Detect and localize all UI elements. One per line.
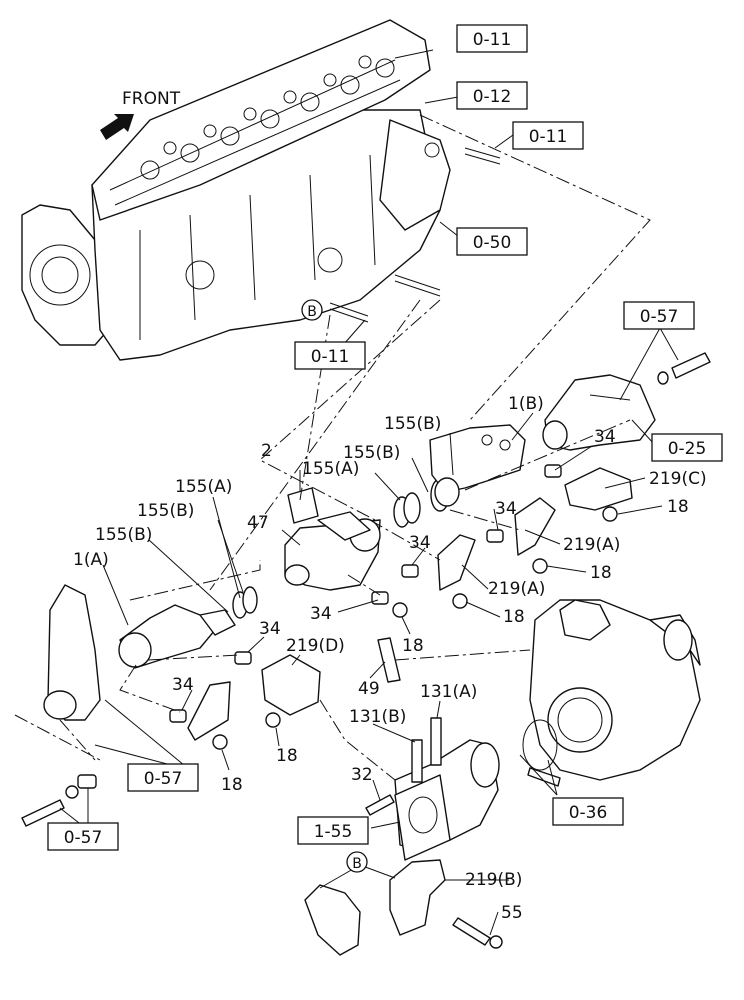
ref-011-left: 0-11 bbox=[311, 347, 350, 367]
part-155a-center: 155(A) bbox=[302, 459, 359, 479]
part-34-l2: 34 bbox=[172, 675, 194, 695]
ref-155: 1-55 bbox=[314, 822, 353, 842]
ref-036: 0-36 bbox=[569, 803, 608, 823]
part-219c: 219(C) bbox=[649, 469, 707, 489]
support-bracket-lower bbox=[304, 884, 361, 956]
exhaust-manifold-rear bbox=[542, 374, 656, 451]
part-18-r2: 18 bbox=[590, 563, 612, 583]
bolt-55 bbox=[452, 917, 491, 946]
part-219b: 219(B) bbox=[465, 870, 522, 890]
part-49: 49 bbox=[358, 679, 380, 699]
marker-b-bottom bbox=[346, 851, 368, 873]
ref-box-057-bot bbox=[47, 822, 119, 851]
stud-bolts bbox=[329, 147, 501, 323]
ref-050: 0-50 bbox=[473, 233, 512, 253]
ref-box-155 bbox=[297, 816, 369, 845]
reference-boxes: 0-11 0-12 0-11 0-50 0-11 0-57 0-25 0-57 … bbox=[47, 24, 723, 851]
turbocharger bbox=[529, 599, 701, 781]
marker-b-top bbox=[301, 299, 323, 321]
manifold-1b bbox=[429, 424, 526, 507]
ref-box-011-right bbox=[512, 121, 584, 150]
part-155b-far-left: 155(B) bbox=[95, 525, 152, 545]
stud-32 bbox=[365, 794, 395, 816]
part-155b-left: 155(B) bbox=[137, 501, 194, 521]
bracket-219a-upper bbox=[514, 497, 556, 556]
engine-block bbox=[21, 19, 451, 361]
ref-box-025 bbox=[651, 433, 723, 462]
ref-box-011-left bbox=[294, 341, 366, 370]
part-34-l1: 34 bbox=[259, 619, 281, 639]
ref-box-011-top bbox=[456, 24, 528, 53]
ref-box-057-mid bbox=[127, 763, 199, 792]
ref-box-012 bbox=[456, 81, 528, 110]
part-34-r2: 34 bbox=[495, 499, 517, 519]
bracket-219c bbox=[564, 467, 633, 511]
part-18-l3: 18 bbox=[221, 775, 243, 795]
ref-012: 0-12 bbox=[473, 87, 512, 107]
part-18-l2: 18 bbox=[276, 746, 298, 766]
ref-057-top: 0-57 bbox=[640, 307, 679, 327]
gasket bbox=[287, 487, 319, 524]
ref-box-057-top bbox=[623, 301, 695, 330]
marker-b-bottom-label: B bbox=[352, 856, 362, 872]
part-1b: 1(B) bbox=[508, 394, 544, 414]
bracket-219d bbox=[261, 654, 321, 716]
part-18-c1: 18 bbox=[503, 607, 525, 627]
bracket-lower-left bbox=[187, 681, 231, 741]
part-34-c2: 34 bbox=[310, 604, 332, 624]
manifold-1a bbox=[118, 604, 236, 669]
support-bracket-219b bbox=[389, 859, 446, 936]
part-131a: 131(A) bbox=[420, 682, 477, 702]
bolt-131a bbox=[430, 717, 442, 766]
bolt-131b bbox=[411, 739, 423, 783]
leader-lines bbox=[59, 49, 679, 936]
part-155a-left: 155(A) bbox=[175, 477, 232, 497]
ref-057-bot: 0-57 bbox=[64, 828, 103, 848]
bracket-219a-lower bbox=[437, 534, 476, 591]
part-55: 55 bbox=[501, 903, 523, 923]
part-18-c2: 18 bbox=[402, 636, 424, 656]
front-arrow-icon bbox=[100, 114, 134, 140]
ref-box-050 bbox=[456, 227, 528, 256]
exhaust-pipe-front bbox=[43, 584, 101, 721]
part-34-r1: 34 bbox=[594, 427, 616, 447]
exhaust-elbow bbox=[394, 739, 500, 861]
part-219a-1: 219(A) bbox=[563, 535, 620, 555]
part-18-r1: 18 bbox=[667, 497, 689, 517]
marker-b-top-label: B bbox=[307, 304, 317, 320]
part-131b: 131(B) bbox=[349, 707, 406, 727]
part-47: 47 bbox=[247, 513, 269, 533]
part-labels: 2 47 155(A) 155(B) 155(B) 1(B) 34 219(C)… bbox=[73, 394, 707, 923]
cylinder-head-bosses bbox=[140, 55, 395, 180]
ref-011-right: 0-11 bbox=[529, 127, 568, 147]
part-34-c1: 34 bbox=[409, 533, 431, 553]
part-219d: 219(D) bbox=[286, 636, 345, 656]
seal-rings-left bbox=[232, 586, 258, 619]
part-1a: 1(A) bbox=[73, 550, 109, 570]
ref-box-036 bbox=[552, 797, 624, 826]
part-32: 32 bbox=[351, 765, 373, 785]
ref-025: 0-25 bbox=[668, 439, 707, 459]
ref-057-mid: 0-57 bbox=[144, 769, 183, 789]
ref-011-top: 0-11 bbox=[473, 30, 512, 50]
assembly-centerlines bbox=[14, 114, 651, 781]
part-155b-center: 155(B) bbox=[343, 443, 400, 463]
bolt-right bbox=[671, 352, 711, 379]
part-155b-right: 155(B) bbox=[384, 414, 441, 434]
part-2: 2 bbox=[261, 441, 272, 461]
part-219a-2: 219(A) bbox=[488, 579, 545, 599]
front-label: FRONT bbox=[122, 89, 181, 109]
stud-49 bbox=[377, 637, 401, 683]
collars bbox=[169, 464, 562, 723]
manifold-center bbox=[284, 511, 381, 591]
bolt-left bbox=[21, 799, 65, 827]
